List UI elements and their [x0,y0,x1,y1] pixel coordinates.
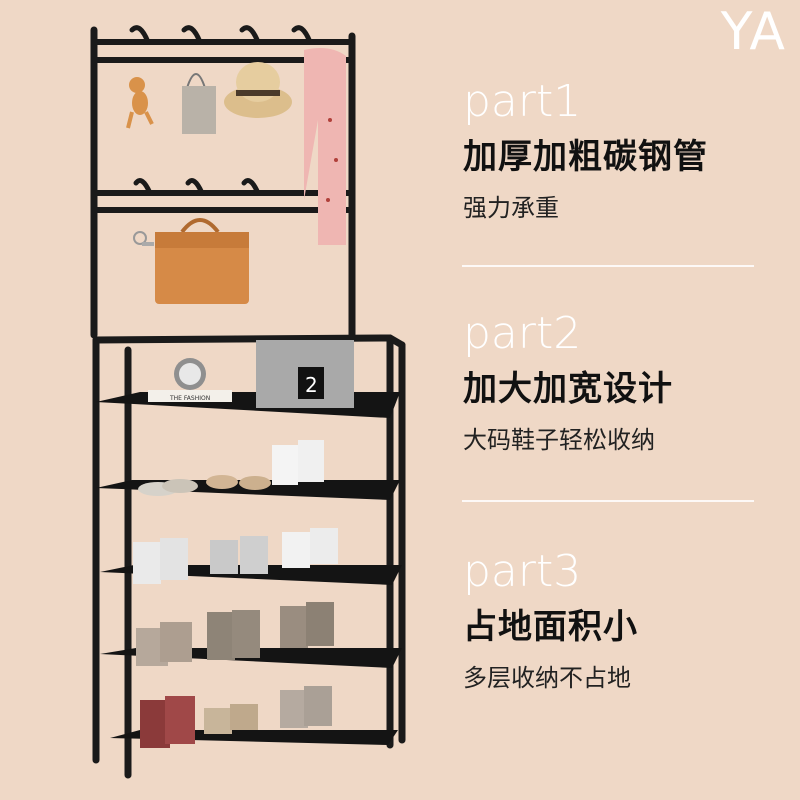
part-title: 加厚加粗碳钢管 [463,137,708,177]
coat-shoe-rack [90,26,406,779]
shoes [133,440,338,748]
hooks [129,25,313,196]
straw-hat [224,62,292,118]
part-label: part1 [463,76,582,127]
orange-handbag [155,218,249,304]
part-desc: 多层收纳不占地 [463,664,631,692]
box-number: 2 [305,373,318,397]
tote-bag [182,73,216,134]
part-desc: 强力承重 [463,194,559,222]
storage-box: 2 [256,340,354,408]
part-title: 占地面积小 [463,607,638,647]
scarf [304,48,346,245]
part-title: 加大加宽设计 [463,369,673,409]
book: THE FASHION [148,390,232,402]
monkey-keychain [126,77,154,129]
divider [462,500,754,502]
part-label: part2 [463,308,582,359]
divider [462,265,754,267]
brand-logo: YA [720,2,786,62]
feature-block-3: part3 占地面积小 多层收纳不占地 [463,546,763,692]
part-label: part3 [463,546,582,597]
part-desc: 大码鞋子轻松收纳 [463,426,655,454]
feature-block-1: part1 加厚加粗碳钢管 强力承重 [463,76,763,222]
keys [133,231,154,246]
feature-block-2: part2 加大加宽设计 大码鞋子轻松收纳 [463,308,763,454]
alarm-clock [174,358,206,390]
book-text: THE FASHION [169,395,210,402]
